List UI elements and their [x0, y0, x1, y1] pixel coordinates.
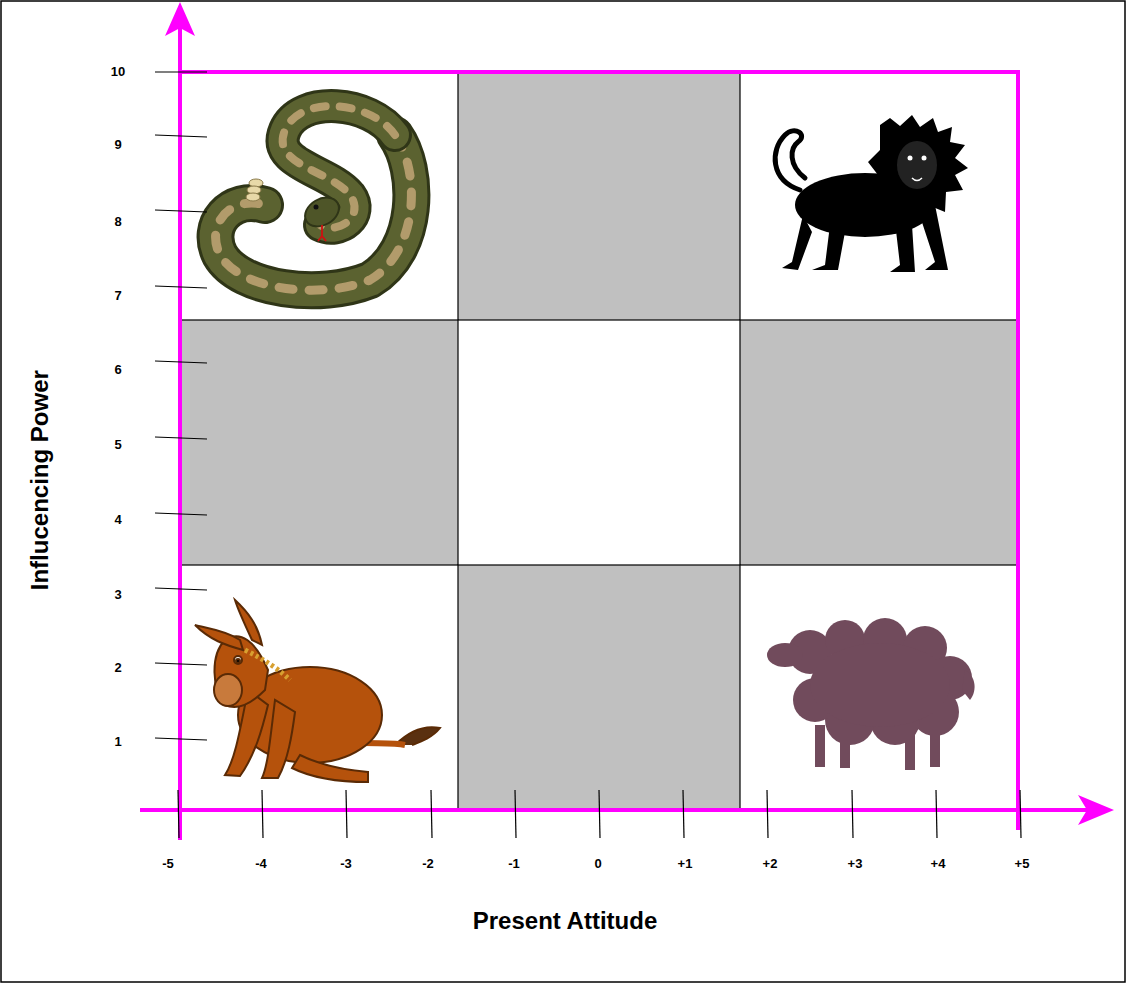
tick-mark [155, 286, 207, 288]
tick-marks [155, 72, 1021, 838]
tick-label: 2 [114, 661, 121, 675]
right-border [1016, 72, 1020, 830]
tick-mark [155, 437, 207, 439]
tick-mark [936, 790, 937, 838]
lion-picture [775, 115, 968, 272]
tick-label: +2 [763, 857, 778, 871]
tick-label: 6 [114, 363, 121, 377]
tick-label: 0 [594, 857, 601, 871]
tick-label: 3 [114, 588, 121, 602]
tick-mark [155, 71, 207, 72]
tick-mark [683, 790, 684, 838]
tick-label: +3 [848, 857, 863, 871]
tick-label: 1 [114, 735, 121, 749]
tick-mark [767, 790, 768, 838]
tick-label: +1 [678, 857, 693, 871]
tick-mark [155, 361, 207, 363]
tick-mark [515, 790, 516, 838]
tick-label: -3 [340, 857, 352, 871]
tick-label: 4 [114, 513, 121, 527]
tick-mark [155, 663, 207, 665]
tick-label: 5 [114, 438, 121, 452]
donkey-picture [195, 600, 440, 782]
grey-cell [458, 72, 740, 320]
tick-mark [155, 210, 207, 212]
tick-label: -2 [422, 857, 434, 871]
tick-label: -4 [255, 857, 267, 871]
tick-label: -1 [508, 857, 520, 871]
tick-mark [155, 513, 207, 515]
tick-label: 9 [114, 138, 121, 152]
tick-label: -5 [162, 857, 174, 871]
tick-mark [155, 588, 207, 590]
grey-cell [458, 565, 740, 810]
tick-mark [262, 790, 263, 838]
y-axis [178, 20, 182, 840]
y-arrowhead [165, 2, 195, 36]
tick-label: +4 [931, 857, 946, 871]
grey-cell [740, 320, 1018, 565]
tick-label: 7 [114, 289, 121, 303]
tick-mark [431, 790, 432, 838]
axis-title: Present Attitude [473, 908, 657, 934]
sheep-picture [767, 618, 975, 770]
grid-cells [180, 72, 1018, 810]
tick-label: 8 [114, 215, 121, 229]
x-axis [140, 808, 1090, 812]
grey-cell [180, 320, 458, 565]
tick-mark [1020, 790, 1021, 838]
tick-mark [155, 135, 207, 137]
axes [140, 20, 1090, 840]
tick-mark [852, 790, 853, 838]
top-border [180, 70, 1020, 74]
tick-label: 10 [111, 65, 125, 79]
snake-picture [216, 106, 412, 290]
tick-label: +5 [1015, 857, 1030, 871]
tick-mark [599, 790, 600, 838]
tick-mark [178, 790, 179, 838]
tick-mark [346, 790, 347, 838]
x-arrowhead [1078, 795, 1114, 825]
axis-title: Influcencing Power [27, 370, 53, 590]
tick-mark [155, 738, 207, 740]
